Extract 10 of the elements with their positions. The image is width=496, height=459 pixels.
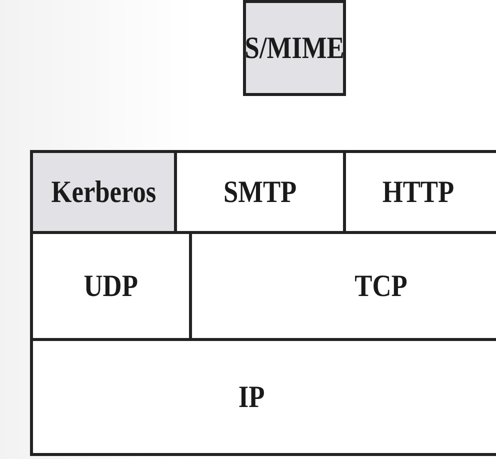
- protocol-name: IP: [238, 379, 265, 415]
- protocol-box: [243, 0, 346, 96]
- protocol-name: UDP: [84, 268, 138, 304]
- protocol-name: S/MIME: [244, 30, 344, 66]
- protocol-box: [30, 338, 496, 456]
- protocol-name: Kerberos: [51, 174, 156, 210]
- protocol-name: TCP: [354, 268, 408, 304]
- protocol-name: HTTP: [382, 174, 454, 210]
- protocol-name: SMTP: [223, 174, 297, 210]
- protocol-box: [30, 150, 177, 234]
